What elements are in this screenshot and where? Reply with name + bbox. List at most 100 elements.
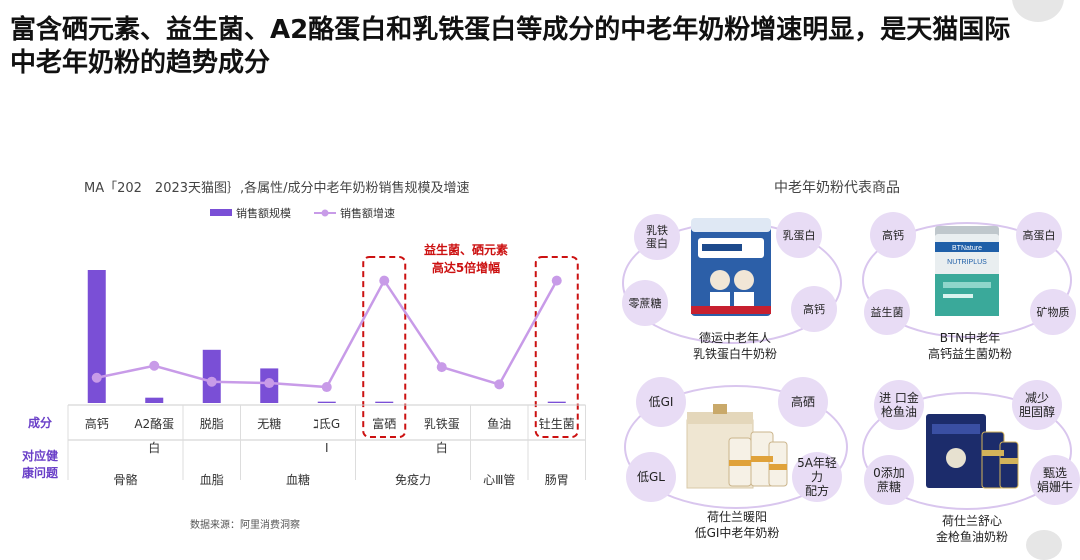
category-label: ℷ氐G: [313, 417, 340, 431]
annotation-line1: 益生菌、硒元素: [424, 242, 508, 257]
bar: [375, 401, 394, 403]
row-label-ingredient: 成分: [28, 415, 52, 430]
product-name-line2: 低GI中老年奶粉: [694, 526, 780, 540]
corner-decoration: [1026, 530, 1062, 560]
product-name-2: BTN中老年 高钙益生菌奶粉: [900, 330, 1040, 362]
product-ring-4: [862, 392, 1072, 510]
tag-text: 减少 胆固醇: [1018, 391, 1055, 419]
product-name-3: 荷仕兰暖阳 低GI中老年奶粉: [662, 509, 812, 541]
category-label: 白: [436, 440, 448, 455]
category-label: 脱脂: [200, 416, 224, 431]
group-label: 血脂: [200, 472, 224, 487]
tag-bubble-3-3: 低GL: [626, 452, 676, 502]
row-label-health: 对应健: [22, 448, 59, 463]
chart-title: MA「202 2023天猫图｝,各属性/成分中老年奶粉销售规模及增速: [84, 181, 470, 196]
milk-powder-can-icon: [691, 218, 771, 316]
product-image-dewo: [685, 210, 777, 318]
growth-point: [321, 382, 332, 393]
tag-text: 乳铁 蛋白: [646, 224, 668, 250]
tag-text: 进 ⼝金 枪鱼油: [879, 391, 919, 419]
products-title: 中老年奶粉代表商品: [774, 180, 900, 196]
bar: [317, 401, 336, 403]
tag-text: 甄选 娟姗牛: [1036, 466, 1073, 494]
growth-point: [379, 275, 390, 286]
product-image-heshilan-nuanyang: [682, 400, 792, 490]
product-name-line1: BTN中老年: [939, 331, 1001, 345]
product-name-line1: 德运中老年人: [698, 331, 771, 345]
growth-point: [264, 378, 275, 389]
annotation-line2: 高达5倍增幅: [432, 260, 500, 275]
growth-line: [96, 278, 558, 389]
tag-text: 高硒: [790, 395, 815, 409]
legend-label-line: 销售额增速: [340, 206, 395, 220]
category-label: 鱼油: [487, 417, 511, 431]
tag-text: 0添加 蔗糖: [873, 466, 905, 494]
category-label: 高钙: [85, 416, 109, 431]
bar: [87, 270, 106, 403]
gift-box-icon: [686, 404, 788, 489]
tag-text: 低GL: [637, 470, 665, 484]
tag-text: 零蔗糖: [628, 296, 662, 310]
growth-point: [206, 376, 217, 387]
milk-box-icon: [926, 414, 1019, 489]
product-ring-3: [624, 385, 848, 509]
legend-swatch-bar: [210, 209, 232, 216]
category-label: 富硒: [372, 416, 396, 431]
growth-point: [494, 379, 505, 390]
product-name-line2: 乳铁蛋白牛奶粉: [692, 347, 777, 361]
category-label: 乳铁蛋: [424, 417, 460, 431]
product-ring-2: [862, 222, 1072, 338]
group-label: 免疫力: [395, 472, 431, 487]
tag-bubble-3-4: 5A年轻力 配方: [792, 452, 842, 502]
product-image-heshilan-shuxin: [922, 404, 1022, 490]
tag-bubble-4-4: 甄选 娟姗牛: [1030, 455, 1080, 505]
category-label: A2酪蛋: [134, 416, 174, 431]
milk-powder-can-icon: BTNature NUTRIPLUS: [935, 226, 999, 316]
tag-bubble-1-4: 高钙: [791, 286, 837, 332]
growth-point: [436, 362, 447, 373]
legend-label-bar: 销售额规模: [236, 206, 291, 220]
data-source: 数据来源：阿里消费洞察: [190, 520, 300, 531]
group-label: 骨骼: [113, 472, 137, 487]
tag-text: 高蛋白: [1022, 228, 1056, 242]
bar: [547, 401, 566, 403]
growth-point: [149, 360, 160, 371]
product-name-line1: 荷仕兰舒心: [941, 514, 1002, 528]
group-label: 心Ⅲ管: [483, 472, 515, 487]
product-name-line2: 高钙益生菌奶粉: [927, 347, 1012, 361]
tag-bubble-3-2: 高硒: [778, 377, 828, 427]
category-label: 白: [148, 440, 160, 455]
tag-text: 乳蛋白: [782, 228, 816, 242]
tag-bubble-4-1: 进 ⼝金 枪鱼油: [874, 380, 924, 430]
page-title: 富含硒元素、益生菌、A2酪蛋白和乳铁蛋白等成分的中老年奶粉增速明显，是天猫国际中…: [10, 15, 1011, 78]
tag-bubble-2-2: 高蛋白: [1016, 212, 1062, 258]
growth-point: [551, 275, 562, 286]
corner-decoration: [1012, 0, 1064, 22]
product-name-line2: 金枪鱼油奶粉: [935, 530, 1008, 544]
tag-text: 高钙: [803, 302, 825, 316]
product-name-line1: 荷仕兰暖阳: [706, 510, 767, 524]
legend-marker-line: [321, 209, 329, 217]
tag-bubble-4-2: 减少 胆固醇: [1012, 380, 1062, 430]
category-label: 钍生菌: [539, 416, 575, 431]
tag-text: 高钙: [882, 228, 904, 242]
bar: [145, 397, 164, 403]
category-label: I: [325, 441, 329, 455]
product-image-btn: BTNature NUTRIPLUS: [932, 222, 1002, 318]
row-label-health: 康问题: [22, 465, 59, 480]
tag-text: 低GI: [648, 395, 674, 409]
group-label: 血糖: [286, 472, 310, 487]
highlight-box: [362, 256, 407, 438]
tag-text: 矿物质: [1036, 305, 1070, 319]
tag-bubble-2-3: 益生菌: [864, 289, 910, 335]
group-label: 肠胃: [545, 473, 569, 487]
product-name-1: 德运中老年人 乳铁蛋白牛奶粉: [660, 330, 810, 362]
product-name-4: 荷仕兰舒心 金枪鱼油奶粉: [902, 513, 1042, 545]
tag-text: 5A年轻力 配方: [797, 456, 837, 498]
bar: [202, 349, 221, 403]
tag-bubble-4-3: 0添加 蔗糖: [864, 455, 914, 505]
category-label: 无糖: [257, 416, 281, 431]
tag-bubble-1-3: 零蔗糖: [622, 280, 668, 326]
product-text: NUTRIPLUS: [947, 259, 987, 266]
